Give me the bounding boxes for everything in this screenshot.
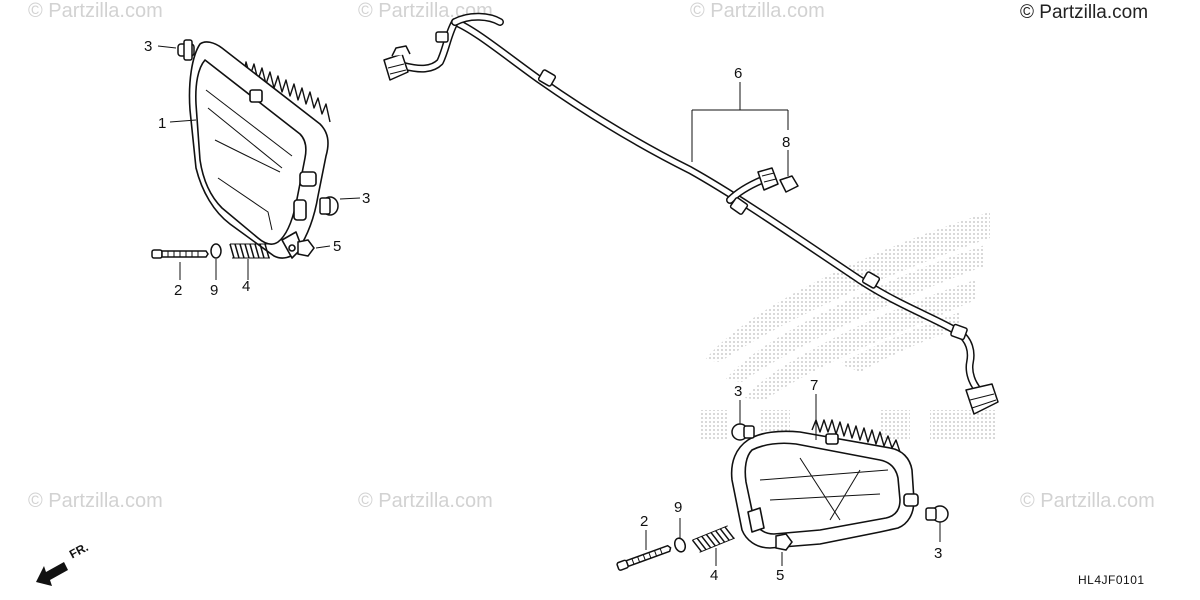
harness-clip: [537, 69, 557, 87]
harness-clip: [435, 31, 449, 43]
watermark: © Partzilla.com: [1020, 490, 1155, 512]
connector-middle: [757, 167, 779, 191]
callout-part-9: 9: [674, 499, 683, 516]
honda-wing-logo: [700, 212, 995, 440]
callout-part-6: 6: [734, 65, 743, 82]
callout-part-2: 2: [174, 282, 183, 299]
right-headlight-assembly: [730, 419, 919, 549]
connector-top-left: [383, 45, 411, 81]
diagram-code: HL4JF0101: [1078, 573, 1145, 587]
right-headlight-fins: [811, 419, 901, 453]
left-headlight-housing: [188, 41, 329, 259]
spring-part-4-right: [691, 525, 735, 553]
front-direction-arrow-icon: [36, 562, 68, 586]
nut-part-5-right: [775, 533, 793, 551]
connector-bottom-right: [965, 383, 999, 415]
wire-harness: [400, 12, 984, 396]
grommet-part-3-upper-right: [731, 423, 755, 441]
screw-part-2-right: [616, 544, 672, 571]
harness-clip: [729, 197, 749, 215]
callout-part-9: 9: [210, 282, 219, 299]
harness-clip: [861, 271, 881, 289]
right-leader-lines: [645, 394, 941, 566]
callout-part-3: 3: [362, 190, 371, 207]
copyright-label: © Partzilla.com: [1020, 2, 1149, 23]
left-hardware: [151, 39, 339, 259]
callout-part-3: 3: [734, 383, 743, 400]
left-leader-lines: [157, 45, 361, 280]
callout-part-5: 5: [776, 567, 785, 584]
harness-leader-lines: [691, 82, 789, 176]
nut-part-5-left: [297, 239, 315, 257]
harness-clip: [950, 323, 968, 341]
right-headlight-housing: [730, 430, 915, 549]
callout-part-3: 3: [144, 38, 153, 55]
washer-part-9-left: [210, 243, 222, 259]
grommet-part-3-upper: [177, 39, 195, 61]
callout-part-4: 4: [242, 278, 251, 295]
callout-part-3: 3: [934, 545, 943, 562]
washer-part-9-right: [673, 537, 687, 553]
callout-part-5: 5: [333, 238, 342, 255]
right-hardware: [616, 423, 949, 571]
right-headlight-lens: [744, 442, 901, 535]
screw-part-2-left: [151, 249, 209, 259]
watermark: © Partzilla.com: [28, 0, 163, 22]
callout-part-8: 8: [782, 134, 791, 151]
spring-part-4-left: [229, 243, 270, 259]
left-headlight-lens: [195, 59, 307, 245]
callout-part-1: 1: [158, 115, 167, 132]
watermark: © Partzilla.com: [690, 0, 825, 22]
callout-part-7: 7: [810, 377, 819, 394]
grommet-part-3-lower-right: [925, 505, 949, 523]
callout-part-2: 2: [640, 513, 649, 530]
callout-part-4: 4: [710, 567, 719, 584]
harness-connectors: [383, 31, 999, 415]
grommet-part-3-right: [319, 196, 339, 216]
watermark: © Partzilla.com: [28, 490, 163, 512]
clip-part-8: [779, 175, 799, 193]
watermark: © Partzilla.com: [358, 490, 493, 512]
left-headlight-assembly: [188, 41, 331, 259]
